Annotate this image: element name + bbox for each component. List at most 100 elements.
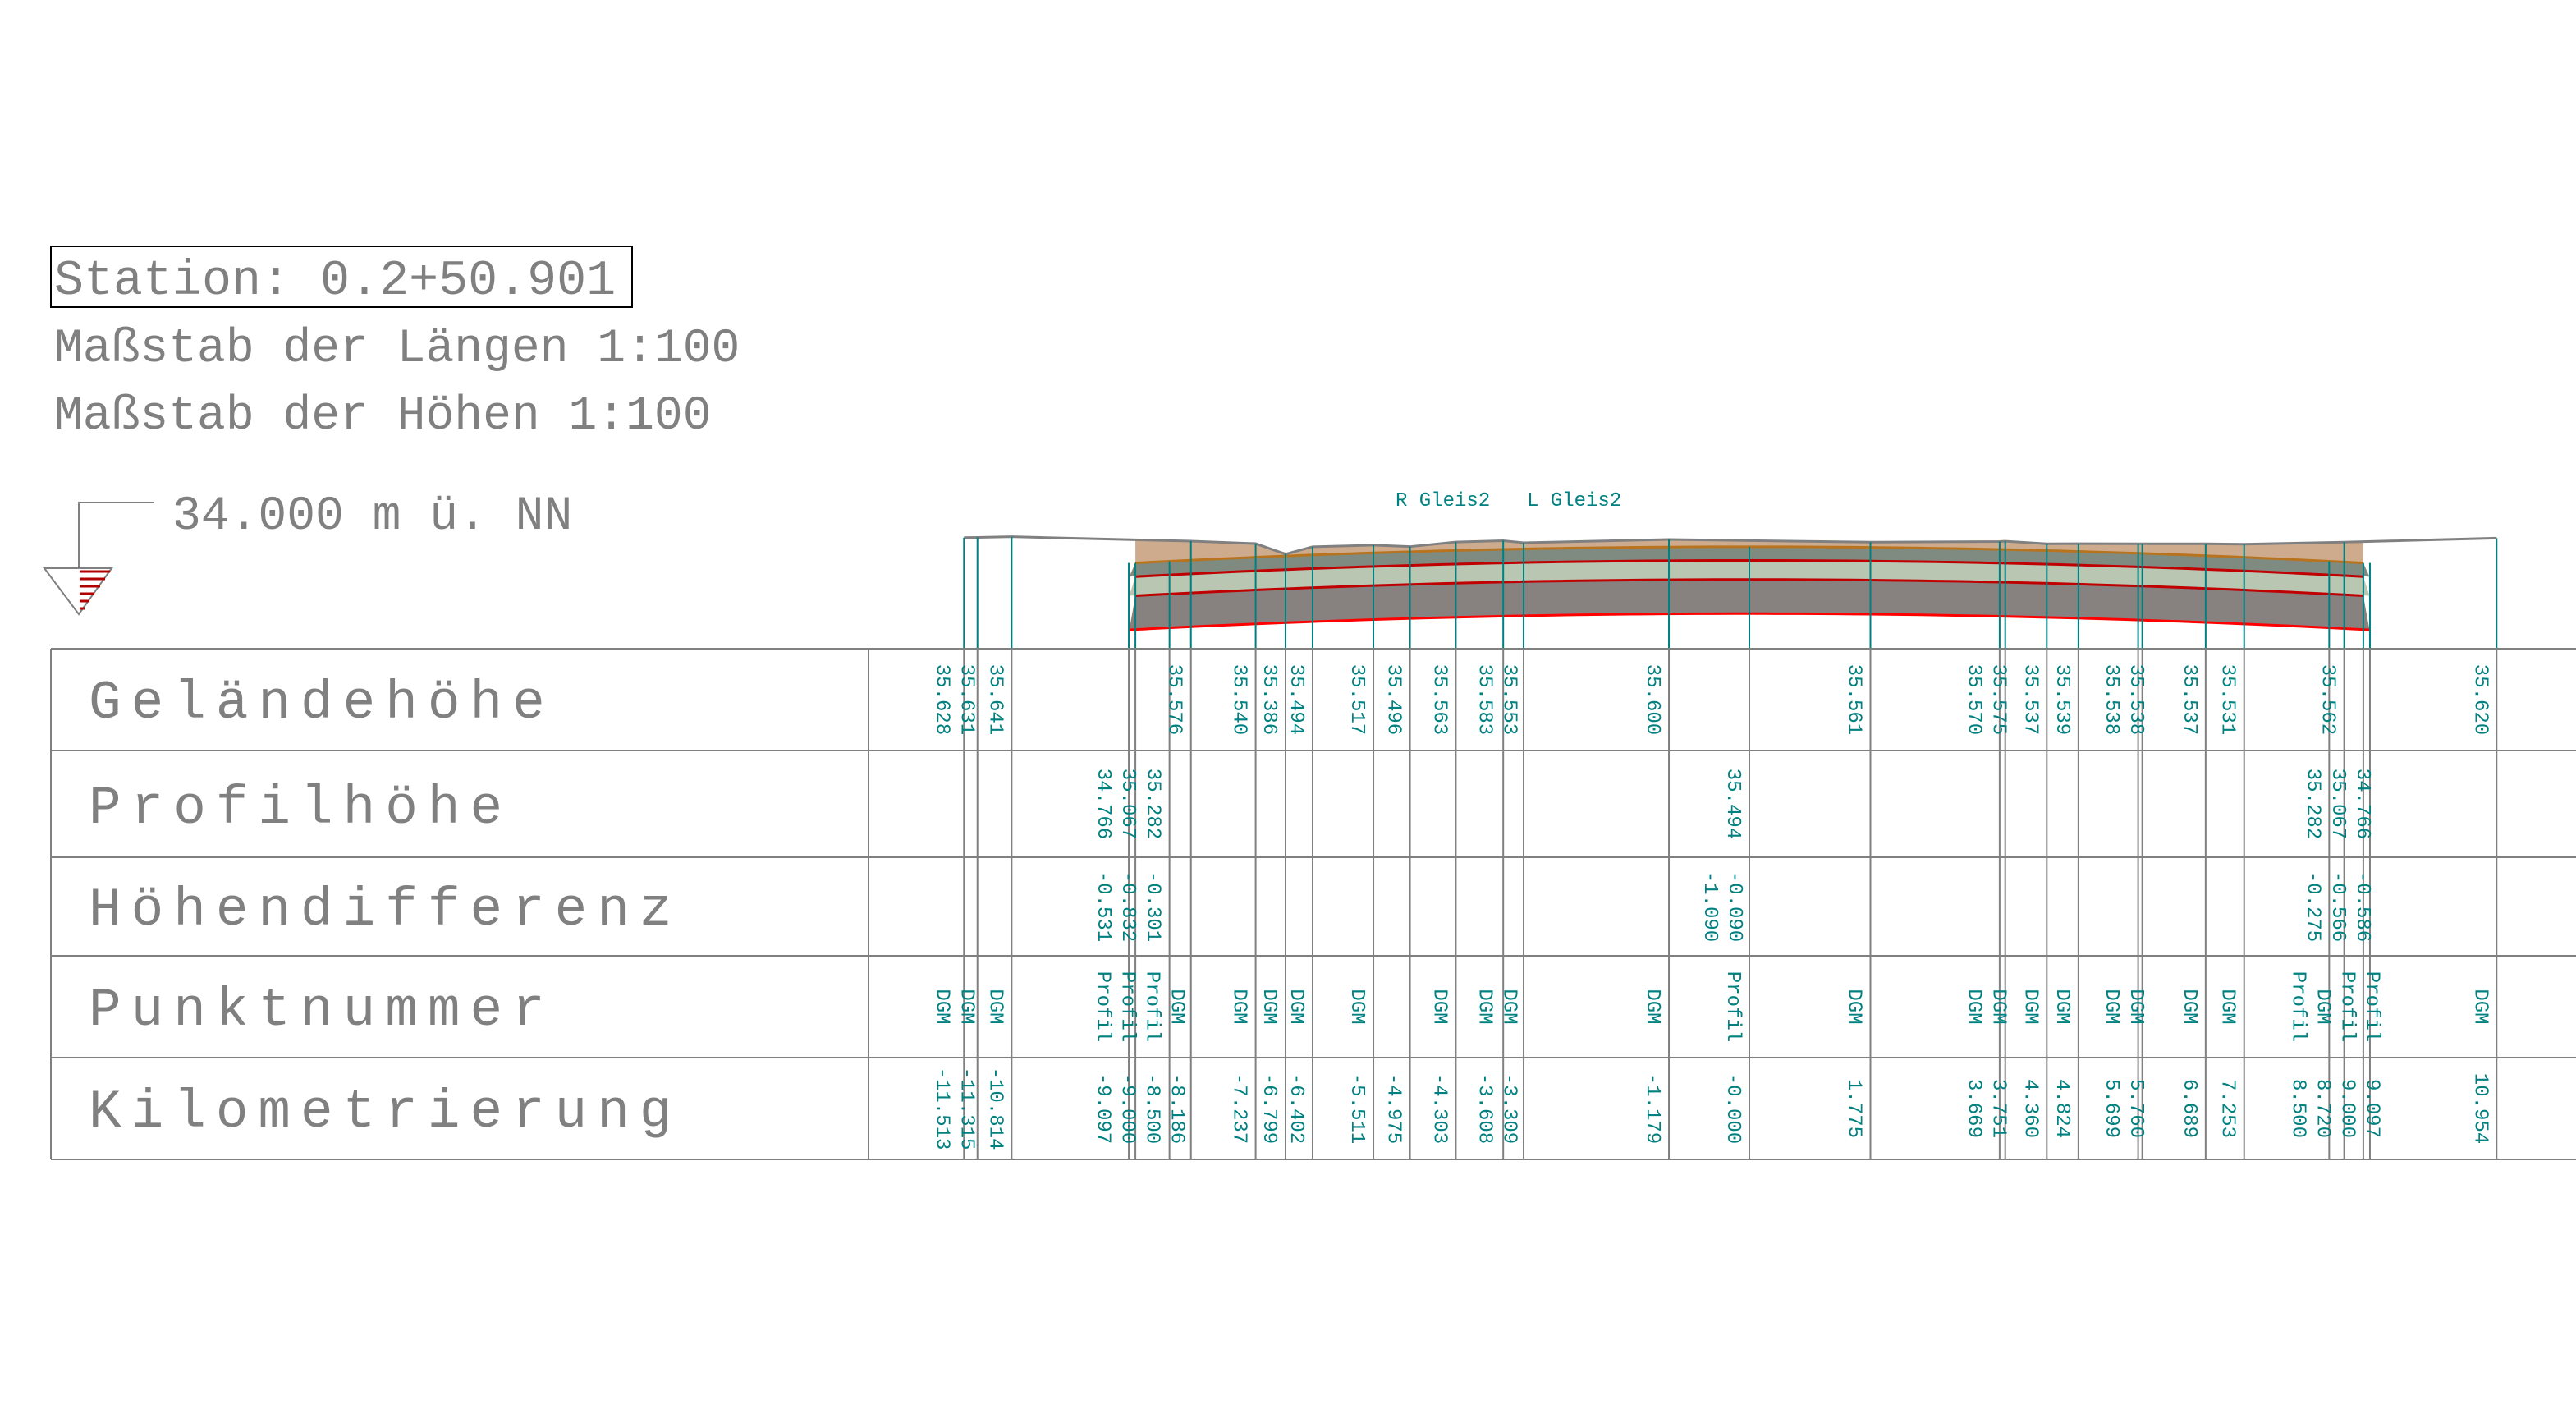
point-number-value: DGM <box>1345 989 1368 1024</box>
chainage-value: -6.402 <box>1285 1073 1307 1144</box>
chainage-value: 9.097 <box>2361 1079 2383 1138</box>
height-difference-value: -0.275 <box>2301 871 2323 942</box>
point-number-value: DGM <box>2468 989 2491 1024</box>
row-label-terrain-height: Geländehöhe <box>89 673 555 734</box>
chainage-value: -8.500 <box>1140 1073 1162 1144</box>
row-label-chainage: Kilometrierung <box>89 1081 682 1143</box>
point-number-value: DGM <box>1987 989 2009 1024</box>
terrain-height-value: 35.641 <box>983 664 1006 735</box>
point-number-value: DGM <box>1165 989 1187 1024</box>
chainage-value: -8.186 <box>1165 1073 1187 1144</box>
profile-height-value: 34.766 <box>2351 769 2373 839</box>
point-number-value: DGM <box>1258 989 1280 1024</box>
point-number-value: DGM <box>1428 989 1450 1024</box>
chainage-value: -11.513 <box>930 1067 952 1150</box>
terrain-height-value: 35.563 <box>1428 664 1450 735</box>
terrain-height-value: 35.628 <box>930 664 952 735</box>
profile-section <box>964 535 2497 631</box>
terrain-height-value: 35.561 <box>1843 664 1865 735</box>
chainage-value: -4.303 <box>1428 1073 1450 1144</box>
chainage-value: 4.824 <box>2051 1079 2073 1138</box>
chainage-value: 9.000 <box>2336 1079 2358 1138</box>
point-number-value: DGM <box>2216 989 2239 1024</box>
chainage-value: -0.000 <box>1721 1073 1744 1144</box>
chainage-value: -10.814 <box>983 1067 1006 1150</box>
chainage-value: -5.511 <box>1345 1073 1368 1144</box>
point-number-value: DGM <box>1285 989 1307 1024</box>
chainage-value: 4.360 <box>2019 1079 2041 1138</box>
cover-layer <box>1135 539 2363 563</box>
terrain-height-value: 35.517 <box>1345 664 1368 735</box>
point-number-value: DGM <box>1498 989 1520 1024</box>
terrain-height-value: 35.570 <box>1962 664 1984 735</box>
reference-level-icon <box>43 502 154 616</box>
chainage-value: -3.608 <box>1474 1073 1496 1144</box>
column-lines <box>963 536 2498 1159</box>
terrain-height-value: 35.386 <box>1258 664 1280 735</box>
pavement-layer-1 <box>1129 546 2370 577</box>
point-number-value: Profil <box>1140 971 1162 1042</box>
point-number-value: DGM <box>930 989 952 1024</box>
chainage-value: -3.309 <box>1498 1073 1520 1144</box>
point-number-value: Profil <box>1091 971 1113 1042</box>
profile-height-value: 35.494 <box>1721 769 1744 839</box>
point-number-value: Profil <box>2336 971 2358 1042</box>
chainage-value: -6.799 <box>1258 1073 1280 1144</box>
terrain-height-value: 35.537 <box>2019 664 2041 735</box>
chainage-value: 5.699 <box>2100 1079 2122 1138</box>
point-number-value: DGM <box>955 989 977 1024</box>
height-difference-value: -0.531 <box>1092 871 1114 942</box>
point-number-value: DGM <box>2100 989 2122 1024</box>
profile-height-value: 35.282 <box>1142 769 1164 839</box>
chainage-value: 8.500 <box>2287 1079 2309 1138</box>
terrain-height-value: 35.531 <box>2216 664 2239 735</box>
row-label-point-number: Punktnummer <box>89 980 555 1041</box>
point-number-value: DGM <box>2178 989 2200 1024</box>
chainage-value: 1.775 <box>1843 1079 1865 1138</box>
reference-level-label: 34.000 m ü. NN <box>172 490 572 544</box>
point-number-value: Profil <box>1721 971 1744 1042</box>
terrain-height-value: 35.620 <box>2468 664 2491 735</box>
terrain-height-value: 35.631 <box>955 664 977 735</box>
point-number-value: Profil <box>2361 971 2383 1042</box>
terrain-height-value: 35.496 <box>1382 664 1405 735</box>
point-number-value: DGM <box>983 989 1006 1024</box>
chainage-value: 6.689 <box>2178 1079 2200 1138</box>
row-label-profile-height: Profilhöhe <box>89 778 512 839</box>
point-number-value: DGM <box>2019 989 2041 1024</box>
terrain-height-value: 35.575 <box>1987 664 2009 735</box>
terrain-height-value: 35.553 <box>1498 664 1520 735</box>
point-number-value: Profil <box>2287 971 2309 1042</box>
point-number-value: DGM <box>1962 989 1984 1024</box>
station-box <box>50 246 633 308</box>
chainage-value: -7.237 <box>1228 1073 1250 1144</box>
chainage-value: 10.954 <box>2468 1073 2491 1144</box>
point-number-value: DGM <box>2051 989 2073 1024</box>
terrain-height-value: 35.600 <box>1641 664 1663 735</box>
terrain-height-value: 35.562 <box>2317 664 2339 735</box>
terrain-height-value: 35.540 <box>1228 664 1250 735</box>
profile-height-value: 35.282 <box>2301 769 2323 839</box>
station-label: Station: 0.2+50.901 <box>54 254 616 310</box>
track-label-right: R Gleis2 <box>1396 490 1490 512</box>
terrain-height-value: 35.576 <box>1163 664 1185 735</box>
height-difference-value: -0.301 <box>1142 871 1164 942</box>
height-difference-value: -0.832 <box>1116 871 1139 942</box>
height-difference-value: -0.586 <box>2351 871 2373 942</box>
track-label-left: L Gleis2 <box>1527 490 1621 512</box>
terrain-height-value: 35.494 <box>1285 664 1307 735</box>
terrain-height-value: 35.537 <box>2178 664 2200 735</box>
point-number-value: Profil <box>1116 971 1138 1042</box>
point-number-value: DGM <box>1474 989 1496 1024</box>
point-number-value: DGM <box>1641 989 1663 1024</box>
terrain-height-value: 35.539 <box>2051 664 2073 735</box>
point-number-value: DGM <box>2312 989 2334 1024</box>
point-number-value: DGM <box>1843 989 1865 1024</box>
chainage-value: -9.097 <box>1091 1073 1113 1144</box>
chainage-value: 8.720 <box>2312 1079 2334 1138</box>
point-number-value: DGM <box>1228 989 1250 1024</box>
length-scale-label: Maßstab der Längen 1:100 <box>54 323 740 376</box>
chainage-value: 3.669 <box>1962 1079 1984 1138</box>
